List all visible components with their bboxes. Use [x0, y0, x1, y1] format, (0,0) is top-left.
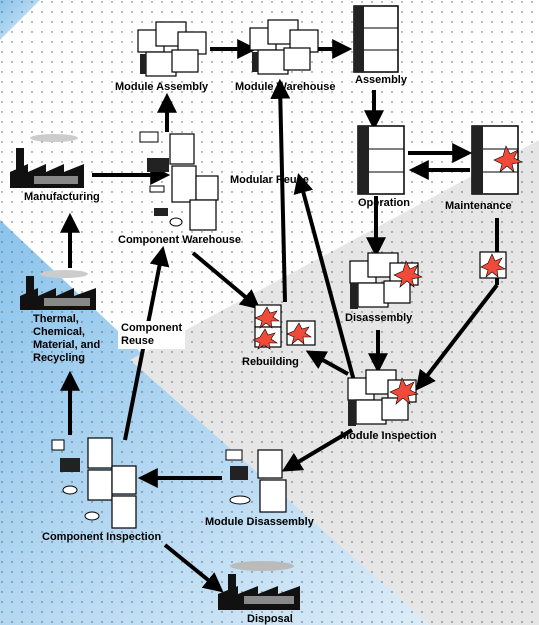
- label-module-inspection: Module Inspection: [340, 430, 437, 442]
- flow-arrows: [60, 39, 499, 593]
- label-component-inspection: Component Inspection: [42, 531, 162, 543]
- tower-operation: [357, 125, 405, 195]
- module-cluster-disassembly: [349, 252, 423, 309]
- module-cluster-assembly: [137, 21, 207, 77]
- component-rack-inspection: [51, 437, 137, 529]
- label-materials-recycling: Thermal, Chemical, Material, and Recycli…: [33, 313, 101, 364]
- tower-assembly: [353, 5, 399, 73]
- arrow-modular-reuse-a: [293, 173, 356, 382]
- label-disposal: Disposal: [247, 613, 293, 625]
- tower-maintenance: [471, 125, 523, 195]
- arrow-to-disposal: [163, 543, 224, 593]
- label-module-warehouse: Module Warehouse: [235, 81, 336, 93]
- maintenance-module-icon: [479, 251, 507, 279]
- arrow-inspection-to-module-disassembly: [281, 428, 354, 472]
- arrow-inspection-to-rebuilding: [305, 350, 349, 376]
- label-assembly: Assembly: [355, 74, 407, 86]
- component-rack-warehouse: [139, 131, 219, 231]
- label-component-warehouse: Component Warehouse: [118, 234, 242, 246]
- label-component-reuse: Component Reuse: [118, 321, 186, 349]
- arrow-warehouse-to-rebuilding: [191, 251, 261, 310]
- module-cluster-warehouse: [249, 19, 319, 75]
- component-rack-module-disassembly: [225, 449, 287, 513]
- label-module-assembly: Module Assembly: [115, 81, 209, 93]
- factory-recycling-icon: [20, 270, 96, 310]
- arrow-modular-reuse-b: [270, 78, 291, 303]
- label-operation: Operation: [358, 197, 410, 209]
- label-module-disassembly: Module Disassembly: [205, 516, 314, 528]
- module-cluster-inspection: [347, 369, 419, 426]
- module-cluster-rebuilding: [252, 304, 316, 350]
- factory-manufacturing-icon: [10, 134, 84, 188]
- label-manufacturing: Manufacturing: [24, 191, 100, 203]
- label-rebuilding: Rebuilding: [242, 356, 299, 368]
- label-disassembly: Disassembly: [345, 312, 413, 324]
- label-modular-reuse: Modular Reuse: [230, 174, 309, 186]
- label-maintenance: Maintenance: [445, 200, 512, 212]
- factory-disposal-icon: [218, 561, 300, 610]
- arrow-maintenance-to-inspection: [415, 283, 499, 391]
